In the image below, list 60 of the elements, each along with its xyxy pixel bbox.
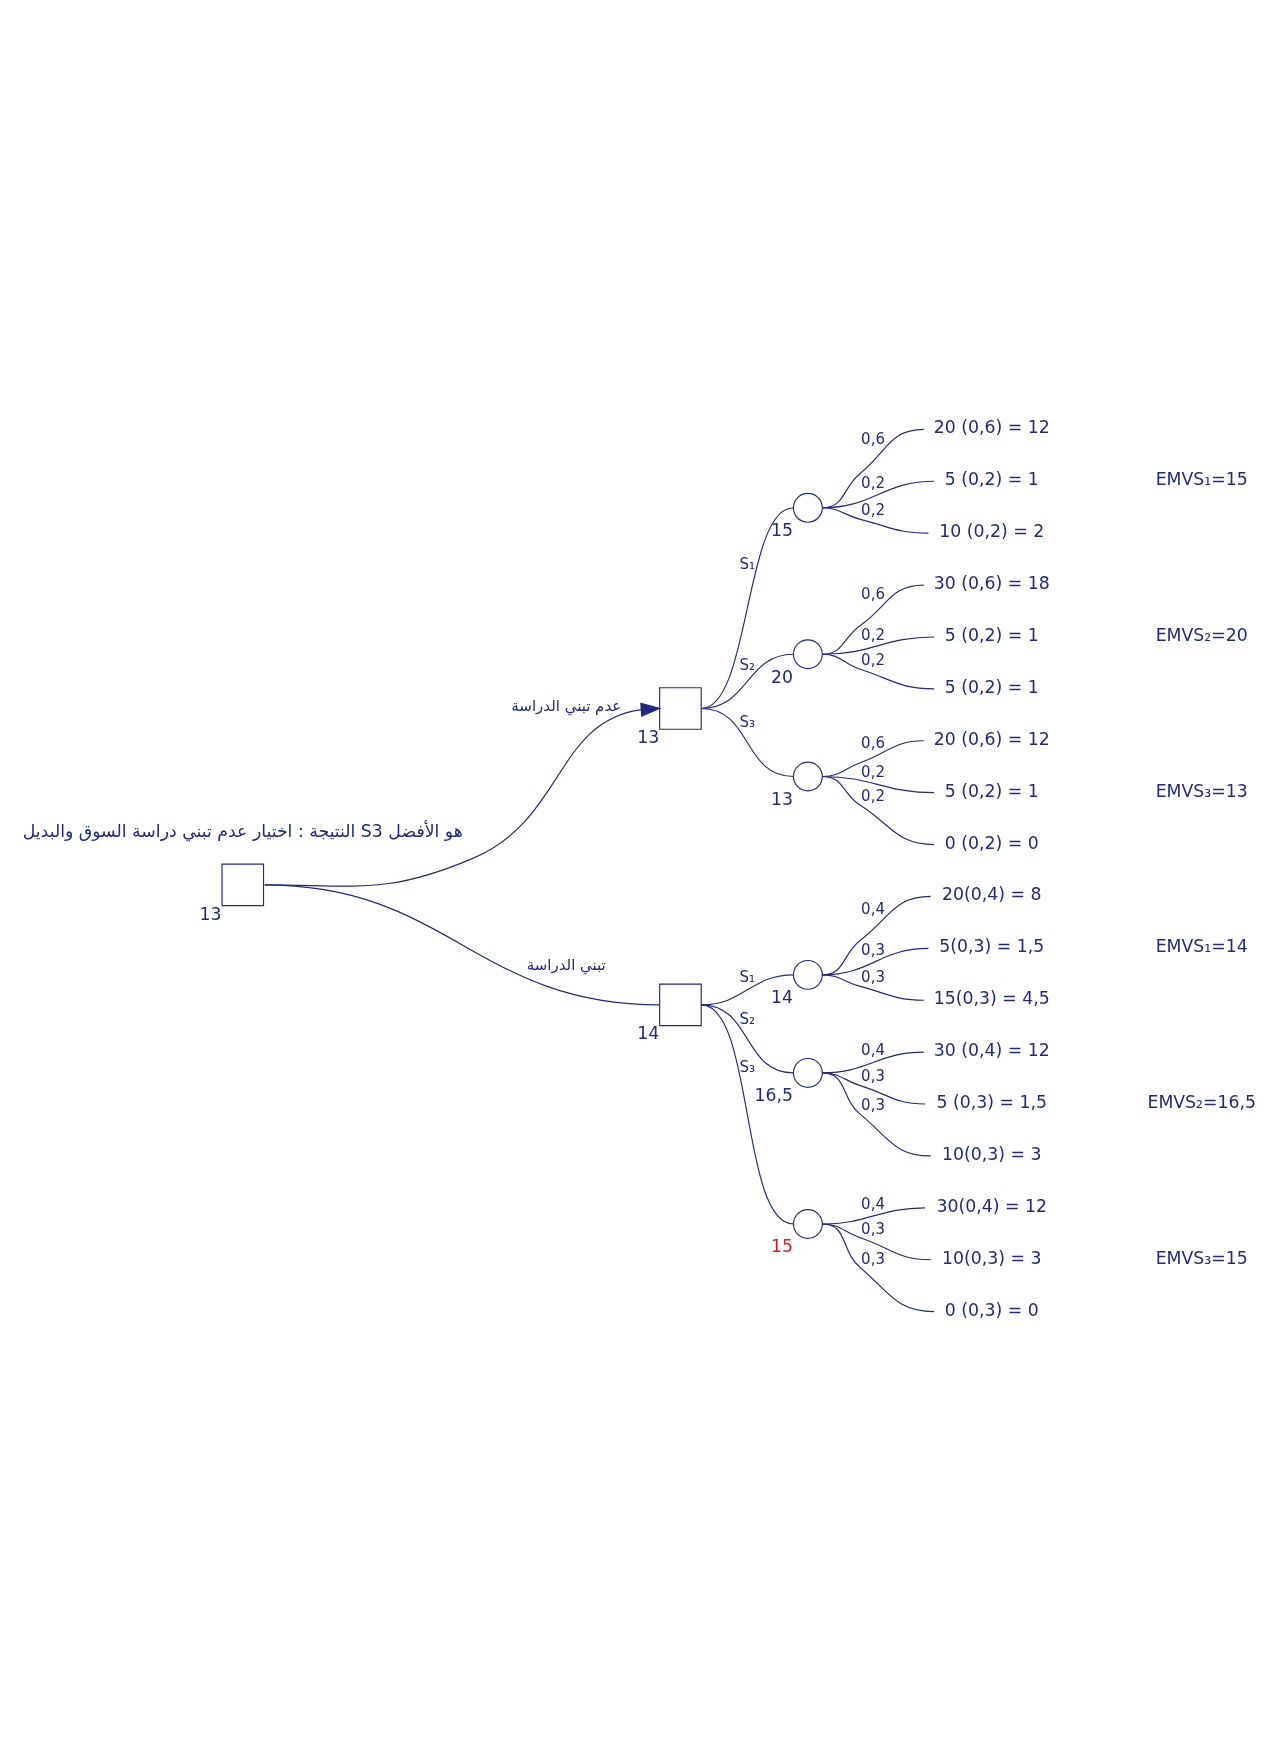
node-text: 10 (0,2) = 2 xyxy=(939,521,1045,542)
edge-label: S₁ xyxy=(739,555,756,574)
node-text: 30 (0,4) = 12 xyxy=(933,1040,1050,1061)
edge-label: 0,4 xyxy=(861,1195,885,1214)
node-text: 15(0,3) = 4,5 xyxy=(933,988,1050,1009)
node-text: 10(0,3) = 3 xyxy=(942,1247,1042,1268)
edge-label: 0,6 xyxy=(861,429,885,448)
edge-label: 0,2 xyxy=(861,762,885,781)
label: EMVS₂=20 xyxy=(1155,625,1248,645)
edge-label: عدم تبني الدراسة xyxy=(511,697,622,716)
edge-label: 0,3 xyxy=(861,940,885,959)
node-text: 5 (0,2) = 1 xyxy=(944,780,1039,801)
node-text: 5(0,3) = 1,5 xyxy=(939,936,1045,957)
edge-label: 0,3 xyxy=(861,1219,885,1238)
node-label: 13 xyxy=(770,788,793,809)
node-label: 15 xyxy=(770,520,793,541)
edge-label: 0,2 xyxy=(861,625,885,644)
node-text: 20 (0,6) = 12 xyxy=(933,417,1050,438)
node-text: 0 (0,2) = 0 xyxy=(944,832,1039,853)
edge-label: 0,3 xyxy=(861,1067,885,1086)
label: EMVS₂=16,5 xyxy=(1147,1092,1256,1113)
edge-label: S₃ xyxy=(739,713,756,732)
node-text: 5 (0,2) = 1 xyxy=(944,625,1039,645)
edge-label: تبني الدراسة xyxy=(526,955,606,974)
node-text: 10(0,3) = 3 xyxy=(942,1143,1042,1164)
edge-label: S₃ xyxy=(739,1058,756,1077)
label: EMVS₃=15 xyxy=(1155,1247,1248,1268)
node-label: 14 xyxy=(770,987,793,1008)
node-text: 0 (0,3) = 0 xyxy=(944,1299,1039,1320)
edge-label: 0,4 xyxy=(861,900,885,919)
edge-label: 0,4 xyxy=(861,1040,885,1059)
label: EMVS₁=14 xyxy=(1155,936,1248,957)
node-label: 16,5 xyxy=(754,1085,794,1106)
label: EMVS₃=13 xyxy=(1155,780,1248,801)
node-text: 5 (0,2) = 1 xyxy=(944,469,1039,490)
edge-label: 0,6 xyxy=(861,585,885,604)
node-text: 5 (0,3) = 1,5 xyxy=(936,1092,1048,1113)
node-text: 30(0,4) = 12 xyxy=(936,1195,1048,1216)
node-text: 30 (0,6) = 18 xyxy=(933,573,1050,594)
node-label: 13 xyxy=(637,727,660,748)
edge-label: 0,6 xyxy=(861,734,885,753)
edge-label: 0,3 xyxy=(861,968,885,987)
node-text: 5 (0,2) = 1 xyxy=(944,676,1039,697)
edge-label: 0,2 xyxy=(861,473,885,492)
node-label: 14 xyxy=(637,1023,660,1044)
edge-label: 0,3 xyxy=(861,1249,885,1268)
edge-label: 0,2 xyxy=(861,501,885,520)
label: النتيجة : اختيار عدم تبني دراسة السوق والبديل S3 هو الأفضل xyxy=(22,821,463,842)
edge-label: 0,2 xyxy=(861,787,885,806)
node-label: 15 xyxy=(770,1236,793,1257)
node-label: 20 xyxy=(770,666,793,687)
edge-label: S₂ xyxy=(739,655,756,674)
edge-label: 0,3 xyxy=(861,1096,885,1115)
edge-label: S₁ xyxy=(739,968,756,987)
edge-label: S₂ xyxy=(739,1009,756,1028)
node-label: 13 xyxy=(199,903,222,924)
node-text: 20(0,4) = 8 xyxy=(942,884,1042,905)
node-text: 20 (0,6) = 12 xyxy=(933,728,1050,749)
edge-label: 0,2 xyxy=(861,651,885,670)
label: EMVS₁=15 xyxy=(1155,469,1248,490)
